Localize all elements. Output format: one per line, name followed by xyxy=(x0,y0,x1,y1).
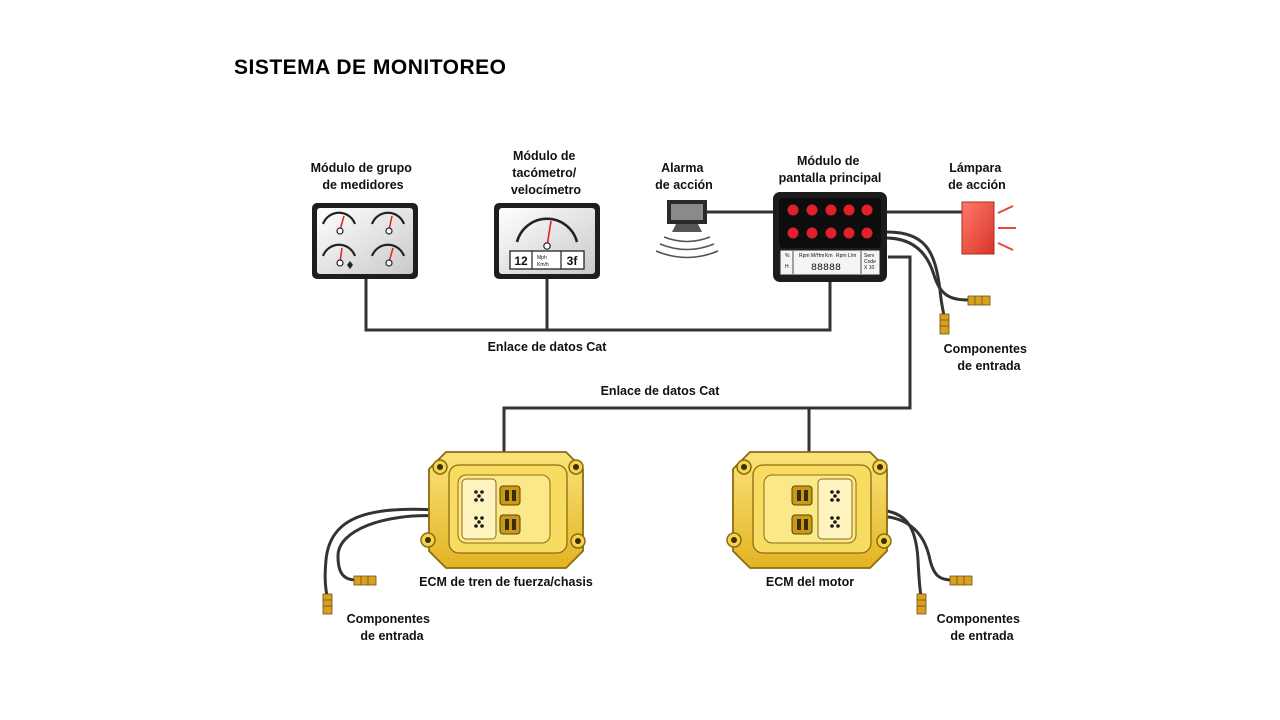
main-display-module xyxy=(773,192,887,282)
display-serv: Serv xyxy=(864,253,875,259)
tachometer-label: Módulo de tacómetro/ velocímetro xyxy=(511,149,582,197)
display-x10: X 10 xyxy=(864,265,875,271)
action-lamp-label: Lámpara de acción xyxy=(948,161,1006,192)
tacho-unit-bottom: Km/h xyxy=(537,262,549,268)
action-lamp xyxy=(961,201,1016,255)
display-unit-rpm: Rpm xyxy=(799,253,810,259)
action-alarm-label: Alarma de acción xyxy=(655,161,713,192)
gauge-cluster-label: Módulo de grupo de medidores xyxy=(311,161,416,192)
tacho-unit-top: Mph xyxy=(537,255,547,261)
tachometer-speedometer-module xyxy=(494,203,600,279)
input-connectors-bottom-left xyxy=(322,575,377,615)
display-unit-mhm: M/Hm xyxy=(811,253,824,259)
ecm-engine-label: ECM del motor xyxy=(766,575,854,589)
display-col1-bottom: H xyxy=(785,264,789,270)
input-connectors-bottom-right xyxy=(916,575,973,615)
display-unit-rpm2: Rpm xyxy=(836,253,847,259)
ecm-powertrain-chassis xyxy=(420,451,586,569)
display-col1-top: % xyxy=(785,253,790,259)
gauge-cluster-module xyxy=(312,203,418,279)
display-unit-km: Km xyxy=(825,253,833,259)
input-components-bottom-right-label: Componentes de entrada xyxy=(937,612,1024,643)
datalink-label-top: Enlace de datos Cat xyxy=(488,340,608,354)
tacho-left-digits: 12 xyxy=(514,254,528,268)
display-digits: 88888 xyxy=(811,263,841,274)
main-display-label: Módulo de pantalla principal xyxy=(779,154,882,185)
datalink-wires xyxy=(323,210,969,597)
input-components-bottom-left-label: Componentes de entrada xyxy=(347,612,434,643)
ecm-powertrain-chassis-label: ECM de tren de fuerza/chasis xyxy=(419,575,593,589)
page-title: SISTEMA DE MONITOREO xyxy=(234,56,507,79)
tacho-right-digits: 3f xyxy=(567,254,579,268)
display-code: Code xyxy=(864,259,876,265)
ecm-engine xyxy=(726,451,892,569)
input-components-right-label: Componentes de entrada xyxy=(944,342,1031,373)
datalink-label-bottom: Enlace de datos Cat xyxy=(601,384,721,398)
input-connectors-right xyxy=(939,295,991,335)
display-unit-lm: L/m xyxy=(848,253,856,259)
action-alarm xyxy=(655,200,719,259)
